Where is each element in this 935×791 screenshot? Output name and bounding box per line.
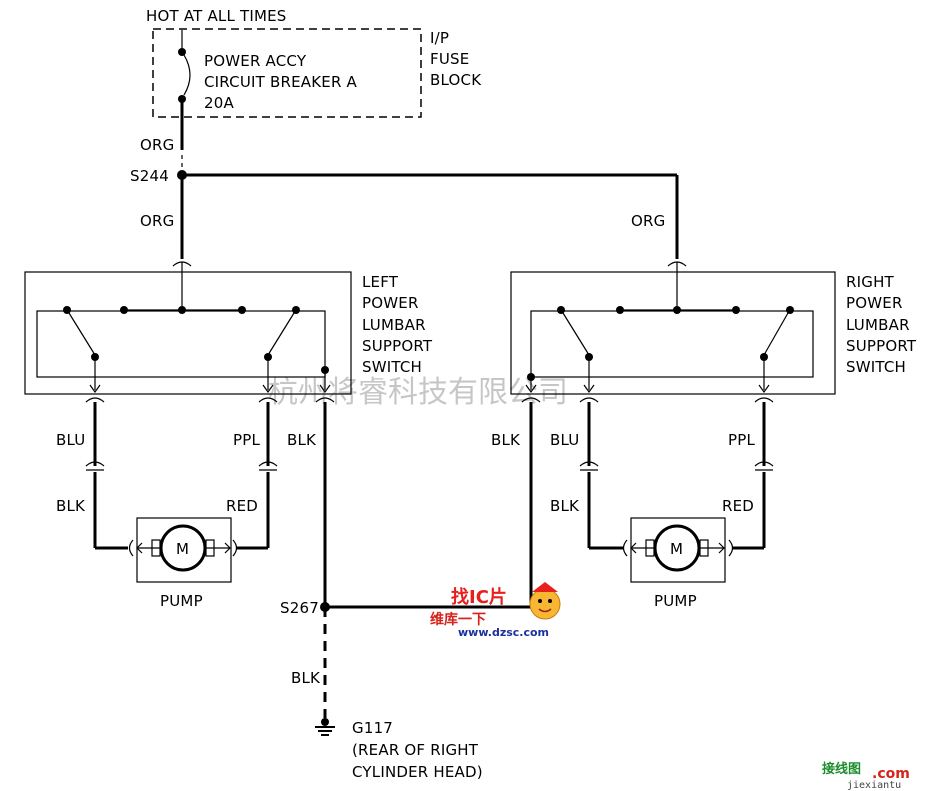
left-motor-icon xyxy=(159,524,207,572)
left-blk-lower-label: BLK xyxy=(56,497,86,515)
right-blk-label: BLK xyxy=(491,431,521,449)
left-switch-inner xyxy=(36,310,326,378)
right-blk-lower-label: BLK xyxy=(550,497,580,515)
ground-id-label: G117 xyxy=(352,719,393,737)
ground-blk-label: BLK xyxy=(291,669,321,687)
corner-logo-en: jiexiantu xyxy=(847,780,901,791)
right-switch-label-3: LUMBAR xyxy=(846,316,910,334)
dzsc-logo: 找IC片 维库一下 www.dzsc.com xyxy=(430,582,561,639)
left-switch xyxy=(24,261,352,403)
dzsc-logo-mid: 维库一下 xyxy=(430,611,486,628)
right-pump: M xyxy=(622,517,734,583)
right-switch-inner xyxy=(530,310,814,378)
left-motor-label: M xyxy=(176,540,189,558)
ground-location-1: (REAR OF RIGHT xyxy=(352,741,479,759)
mascot-icon xyxy=(529,582,561,620)
jiexiantu-logo: 接线图 .com jiexiantu xyxy=(822,761,910,791)
right-motor-icon xyxy=(653,524,701,572)
left-ppl-label: PPL xyxy=(233,431,260,449)
right-pump-label: PUMP xyxy=(654,592,697,610)
right-blu-label: BLU xyxy=(550,431,579,449)
left-switch-label-5: SWITCH xyxy=(362,358,422,376)
left-pump-wiring xyxy=(85,402,327,607)
breaker-label-1: POWER ACCY xyxy=(204,52,307,70)
corner-logo-cn: 接线图 xyxy=(822,761,861,777)
right-motor-label: M xyxy=(670,540,683,558)
right-red-label: RED xyxy=(722,497,754,515)
fuse-block-label-1: I/P xyxy=(430,29,449,47)
breaker-label-2: CIRCUIT BREAKER A xyxy=(204,73,358,91)
fuse-block-label-3: BLOCK xyxy=(430,71,482,89)
ground-location-2: CYLINDER HEAD) xyxy=(352,763,483,781)
s267-label: S267 xyxy=(280,599,319,617)
left-blu-label: BLU xyxy=(56,431,85,449)
right-switch xyxy=(510,261,836,403)
left-switch-label-2: POWER xyxy=(362,294,419,312)
hot-at-all-times-label: HOT AT ALL TIMES xyxy=(146,7,287,25)
right-switch-label-2: POWER xyxy=(846,294,903,312)
org-label-upper: ORG xyxy=(140,136,174,154)
left-pump: M xyxy=(128,517,238,583)
left-switch-label-3: LUMBAR xyxy=(362,316,426,334)
dzsc-logo-top: 找IC片 xyxy=(451,586,507,608)
ground-symbol-icon xyxy=(315,718,335,736)
left-switch-label-1: LEFT xyxy=(362,273,399,291)
corner-logo-com: .com xyxy=(872,766,910,782)
breaker-label-3: 20A xyxy=(204,94,234,112)
right-ppl-label: PPL xyxy=(728,431,755,449)
right-switch-label-1: RIGHT xyxy=(846,273,895,291)
left-switch-label-4: SUPPORT xyxy=(362,337,433,355)
left-blk-label: BLK xyxy=(287,431,317,449)
fuse-block-label-2: FUSE xyxy=(430,50,469,68)
circuit-breaker-symbol xyxy=(178,30,191,150)
org-label-right: ORG xyxy=(631,212,665,230)
left-red-label: RED xyxy=(226,497,258,515)
right-switch-label-4: SUPPORT xyxy=(846,337,917,355)
left-switch-outline xyxy=(24,271,352,395)
company-watermark: 杭州将睿科技有限公司 xyxy=(268,375,568,410)
right-switch-outline xyxy=(510,271,836,395)
right-switch-label-5: SWITCH xyxy=(846,358,906,376)
s244-label: S244 xyxy=(130,167,169,185)
org-label-lower: ORG xyxy=(140,212,174,230)
dzsc-logo-url: www.dzsc.com xyxy=(458,626,549,639)
left-pump-label: PUMP xyxy=(160,592,203,610)
fuse-block-outline xyxy=(152,28,422,118)
right-pump-wiring xyxy=(529,402,774,607)
